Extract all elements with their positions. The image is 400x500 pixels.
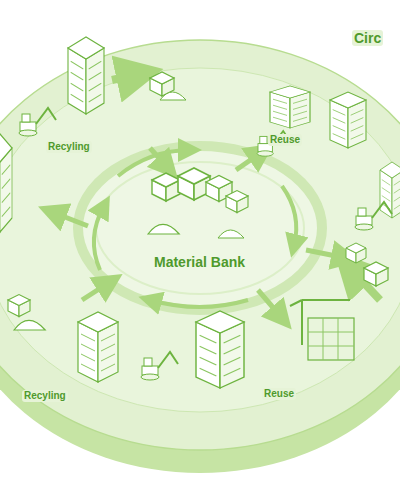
process-label: Reuse xyxy=(262,388,296,400)
process-label: Recyling xyxy=(46,141,92,153)
material-bank-hub: Material Bank xyxy=(150,252,249,272)
process-label: Recyling xyxy=(22,390,68,402)
process-label: Reuse xyxy=(268,134,302,146)
hub-title: Material Bank xyxy=(154,254,245,270)
title-fragment: Circ xyxy=(352,30,383,46)
